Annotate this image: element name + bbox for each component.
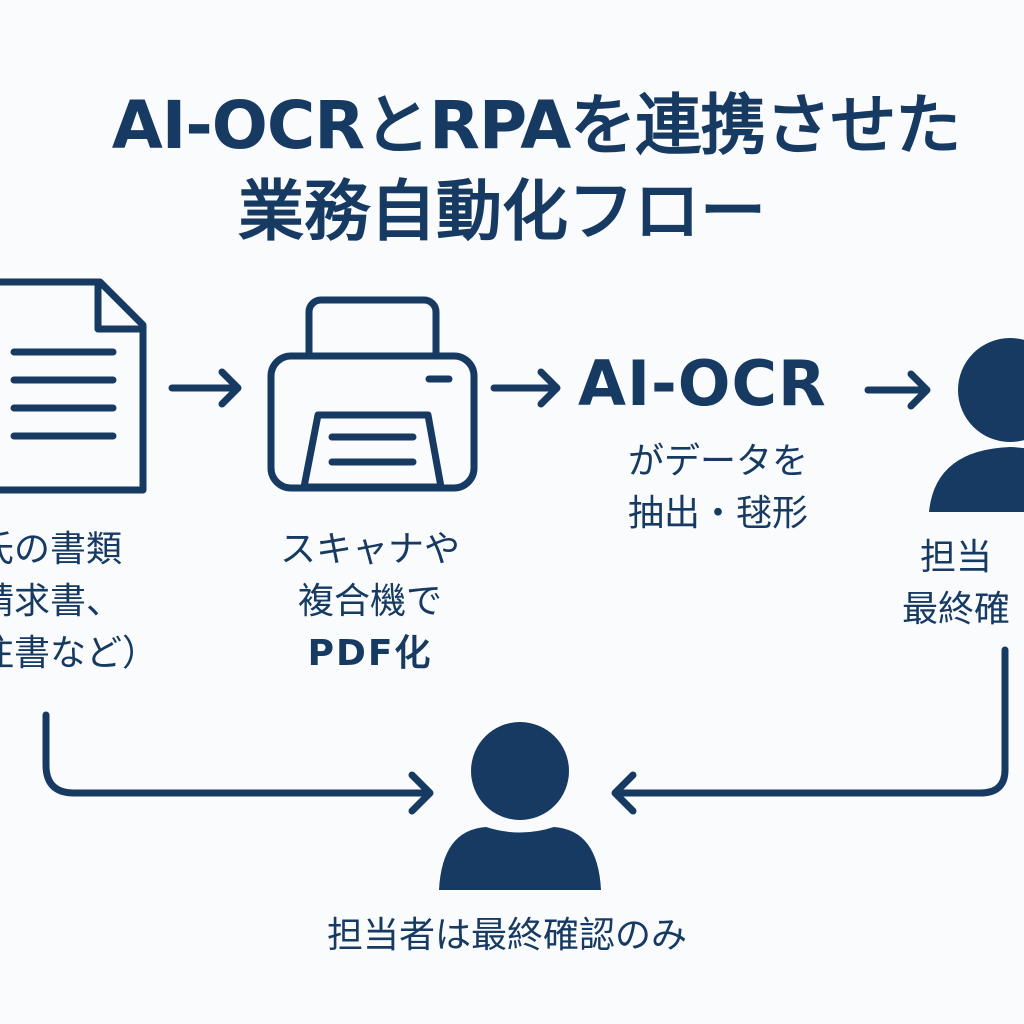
label-line: 請求書、 bbox=[0, 581, 123, 622]
label-line: 注書など） bbox=[0, 633, 159, 674]
label-line: 複合機で bbox=[297, 581, 442, 622]
final-step-label: 担当者は最終確認のみ bbox=[326, 915, 687, 956]
arrow-right-icon bbox=[864, 370, 931, 410]
person-right-label: 担当 最終確 bbox=[902, 532, 1010, 636]
label-line: 抽出・毬形 bbox=[627, 493, 808, 534]
scan-label: スキャナや 複合機で PDF化 bbox=[272, 524, 468, 680]
arrow-right-icon bbox=[490, 368, 561, 408]
diagram-title-line-1: AI-OCRとRPAを連携させた bbox=[111, 87, 962, 164]
person-icon bbox=[439, 722, 601, 890]
person-icon bbox=[929, 338, 1024, 512]
label-line: がデータを bbox=[627, 441, 808, 482]
label-line: 最終確 bbox=[902, 589, 1011, 630]
arrow-right-icon bbox=[168, 368, 242, 408]
label-line: PDF化 bbox=[307, 633, 433, 674]
printer-scanner-icon bbox=[267, 296, 478, 492]
ai-ocr-label: がデータを 抽出・毬形 bbox=[600, 436, 836, 540]
elbow-arrow-icon bbox=[611, 646, 1009, 815]
elbow-arrow-icon bbox=[42, 711, 434, 815]
label-line: 氏の書類 bbox=[0, 529, 123, 570]
label-line: スキャナや bbox=[279, 529, 460, 570]
ai-ocr-heading: AI-OCR bbox=[578, 347, 827, 420]
document-icon bbox=[0, 278, 147, 494]
diagram-title-line-2: 業務自動化フロー bbox=[238, 173, 766, 250]
label-line: 担当 bbox=[920, 537, 993, 578]
paper-documents-label: 氏の書類 請求書、 注書など） bbox=[0, 524, 158, 680]
